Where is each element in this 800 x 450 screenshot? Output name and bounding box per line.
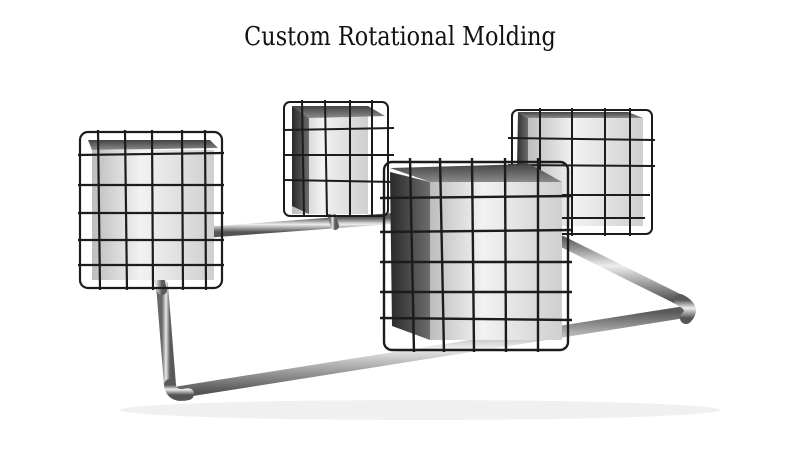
mold-cage-left: [77, 129, 225, 291]
mold-cage-front: [379, 157, 573, 353]
page-title: Custom Rotational Molding: [244, 22, 556, 52]
mold-cage-back-left: [283, 99, 395, 217]
ground-shadow: [120, 400, 720, 420]
